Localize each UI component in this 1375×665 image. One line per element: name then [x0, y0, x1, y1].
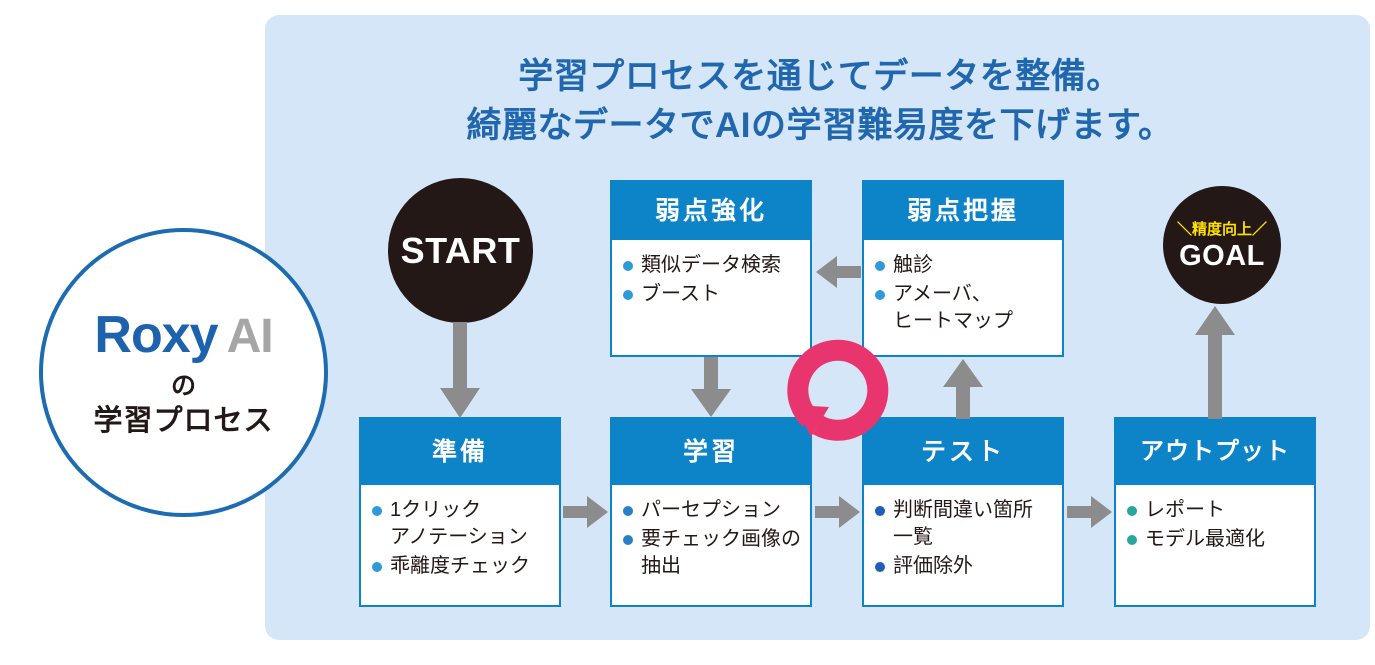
- list-item: パーセプション: [623, 497, 801, 524]
- list-item: ブースト: [623, 281, 801, 308]
- process-item-list: 類似データ検索 ブースト: [623, 252, 801, 308]
- goal-node: ＼精度向上／ GOAL: [1163, 186, 1281, 304]
- process-item-list: パーセプション 要チェック画像の抽出: [623, 497, 801, 580]
- logo-brand-ai: AI: [226, 310, 274, 363]
- list-item: 触診: [875, 252, 1053, 279]
- logo-brand-roxy: Roxy: [94, 306, 218, 364]
- process-box-body: 触診 アメーバ、ヒートマップ: [864, 240, 1062, 355]
- page-title-line-2: 綺麗なデータでAIの学習難易度を下げます。: [466, 106, 1174, 145]
- process-box-body: レポート モデル最適化: [1116, 485, 1314, 605]
- list-item: レポート: [1127, 497, 1305, 524]
- process-box-body: 1クリックアノテーション 乖離度チェック: [361, 485, 559, 605]
- process-box-title: 弱点把握: [864, 182, 1062, 240]
- list-item: 1クリックアノテーション: [372, 497, 550, 551]
- process-box-title: アウトプット: [1116, 419, 1314, 485]
- process-box-gakushu: 学習 パーセプション 要チェック画像の抽出: [610, 417, 812, 607]
- arrow-down-icon-start-to-junbi: [437, 322, 483, 420]
- process-box-output: アウトプット レポート モデル最適化: [1114, 417, 1316, 607]
- goal-label: GOAL: [1179, 239, 1265, 272]
- process-item-list: 1クリックアノテーション 乖離度チェック: [372, 497, 550, 580]
- arrow-right-icon-test-to-output: [1067, 495, 1113, 529]
- list-item: 要チェック画像の抽出: [623, 526, 801, 580]
- arrow-left-icon-haaku-to-kyouka: [815, 255, 861, 289]
- arrow-up-icon-output-to-goal: [1192, 303, 1238, 419]
- process-box-body: 判断間違い箇所一覧 評価除外: [864, 485, 1062, 605]
- start-label: START: [400, 229, 521, 271]
- page-title-line-1: 学習プロセスを通じてデータを整備。: [518, 57, 1122, 96]
- process-box-title: 準備: [361, 419, 559, 485]
- process-box-test: テスト 判断間違い箇所一覧 評価除外: [862, 417, 1064, 607]
- list-item: モデル最適化: [1127, 526, 1305, 553]
- logo-particle: の: [170, 372, 196, 400]
- roxy-ai-logo-badge: Roxy AI の 学習プロセス: [39, 228, 328, 517]
- process-box-jakuten-kyouka: 弱点強化 類似データ検索 ブースト: [610, 180, 812, 357]
- page-title: 学習プロセスを通じてデータを整備。 綺麗なデータでAIの学習難易度を下げます。: [300, 52, 1340, 150]
- list-item: 乖離度チェック: [372, 553, 550, 580]
- list-item: 判断間違い箇所一覧: [875, 497, 1053, 551]
- logo-wordmark: Roxy AI: [94, 305, 274, 365]
- process-box-title: 弱点強化: [612, 182, 810, 240]
- refresh-loop-icon: [783, 333, 895, 445]
- start-node: START: [388, 178, 533, 323]
- process-box-jakuten-haaku: 弱点把握 触診 アメーバ、ヒートマップ: [862, 180, 1064, 357]
- process-box-body: 類似データ検索 ブースト: [612, 240, 810, 355]
- list-item: アメーバ、ヒートマップ: [875, 281, 1053, 335]
- goal-kicker-label: ＼精度向上／: [1176, 220, 1267, 238]
- process-box-body: パーセプション 要チェック画像の抽出: [612, 485, 810, 605]
- list-item: 類似データ検索: [623, 252, 801, 279]
- process-item-list: レポート モデル最適化: [1127, 497, 1305, 553]
- process-item-list: 触診 アメーバ、ヒートマップ: [875, 252, 1053, 335]
- process-box-junbi: 準備 1クリックアノテーション 乖離度チェック: [359, 417, 561, 607]
- arrow-up-icon-test-to-haaku: [940, 357, 986, 419]
- list-item: 評価除外: [875, 553, 1053, 580]
- arrow-right-icon-junbi-to-gakushu: [563, 495, 609, 529]
- arrow-right-icon-gakushu-to-test: [815, 495, 861, 529]
- logo-subtitle: 学習プロセス: [93, 405, 274, 437]
- process-item-list: 判断間違い箇所一覧 評価除外: [875, 497, 1053, 580]
- arrow-down-icon-kyouka-to-gakushu: [688, 357, 734, 419]
- process-box-title: テスト: [864, 419, 1062, 485]
- process-box-title: 学習: [612, 419, 810, 485]
